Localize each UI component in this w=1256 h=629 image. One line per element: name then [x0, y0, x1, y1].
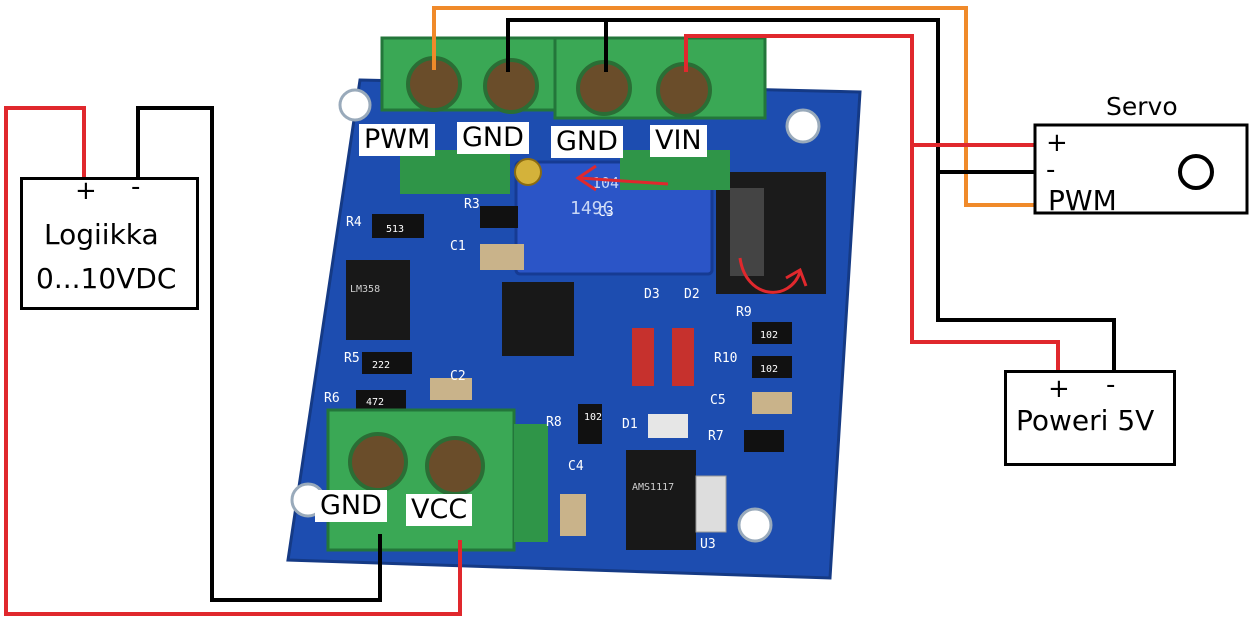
wire-vcc-logic-red [4, 106, 462, 616]
silk-c2: C2 [450, 369, 466, 384]
resistor-r8 [578, 404, 602, 444]
wire-pwm-orange [432, 6, 1035, 207]
op-amp-chip [346, 260, 410, 340]
servo-box-outline [1033, 123, 1249, 215]
wires [4, 6, 1116, 616]
diode-d3 [632, 328, 654, 386]
secondary-chip [502, 282, 574, 356]
regulator-chip [626, 450, 696, 550]
pot-adjust-arrow-line [579, 176, 669, 186]
mount-hole-top-left [338, 88, 372, 122]
pcb-board [286, 36, 862, 580]
logic-minus-label: - [131, 172, 141, 202]
servo-minus-label: - [1046, 155, 1056, 185]
silk-res-222: 222 [372, 360, 390, 371]
servo-title: Servo [1106, 92, 1178, 121]
annotations [575, 164, 808, 294]
terminal-label-vcc: VCC [406, 494, 473, 526]
power-minus-label: - [1106, 370, 1116, 400]
silk-r6: R6 [324, 391, 340, 406]
silkscreen-labels: R3 R4 R5 R6 R7 R8 R9 R10 C1 C2 C3 C4 C5 … [324, 174, 778, 552]
wire-vin-red [684, 34, 1035, 147]
jumper-arrow-curve [738, 257, 802, 294]
wire-vin-power-red [910, 145, 1060, 372]
logic-box [20, 177, 199, 310]
resistor-r6 [356, 390, 406, 410]
silk-c1: C1 [450, 239, 466, 254]
resistor-r3 [480, 206, 518, 228]
wire-gnd-power-black [936, 172, 1116, 372]
led-d1 [648, 414, 688, 438]
silk-u3: U3 [700, 537, 716, 552]
silk-r7: R7 [708, 429, 724, 444]
potentiometer-screw [514, 158, 542, 186]
silk-d2: D2 [684, 287, 700, 302]
capacitor-c2 [430, 378, 472, 400]
silk-res-102-c: 102 [584, 412, 602, 423]
capacitor-c5 [752, 392, 792, 414]
terminal-label-gnd-1: GND [457, 122, 529, 154]
power-box [1004, 370, 1176, 466]
silk-ic-lm358: LM358 [350, 284, 380, 295]
mount-hole-top-right [785, 108, 821, 144]
silk-r3: R3 [464, 197, 480, 212]
silk-r9: R9 [736, 305, 752, 320]
jumper-arrow-head [785, 267, 808, 287]
wire-gnd-servo-black [506, 18, 1035, 174]
resistor-r7 [744, 430, 784, 452]
servo-shaft-icon [1178, 154, 1214, 190]
regulator-tab [695, 475, 727, 533]
mount-hole-bottom-right [737, 507, 773, 543]
silk-r8: R8 [546, 415, 562, 430]
screw-gnd-power [348, 432, 408, 492]
logic-name: Logiikka [44, 218, 159, 251]
terminal-label-gnd-2: GND [551, 126, 623, 158]
terminal-label-vin: VIN [650, 125, 707, 157]
terminal-block-bottom-side [514, 424, 548, 542]
silk-r5: R5 [344, 351, 360, 366]
resistor-r5 [362, 352, 412, 374]
power-plus-label: + [1048, 374, 1070, 404]
silk-ic-ams1117: AMS1117 [632, 482, 674, 493]
resistor-r4 [372, 214, 424, 238]
silk-pot-code: 149C [570, 198, 613, 219]
silk-d1: D1 [622, 417, 638, 432]
terminal-label-gnd-power: GND [315, 490, 387, 522]
terminal-label-pwm: PWM [359, 124, 436, 156]
screw-vcc [425, 436, 485, 496]
silk-res-472: 472 [366, 397, 384, 408]
wire-gnd-logic-black [136, 106, 382, 602]
screw-gnd-1 [483, 58, 539, 114]
servo-pwm-label: PWM [1048, 184, 1117, 217]
silk-res-513: 513 [386, 224, 404, 235]
logic-range: 0...10VDC [36, 262, 177, 295]
silk-c3: C3 [598, 205, 614, 220]
silk-c5: C5 [710, 393, 726, 408]
silk-res-102-a: 102 [760, 330, 778, 341]
pot-adjust-arrow-head [575, 164, 597, 192]
silk-c4: C4 [568, 459, 584, 474]
silk-r4: R4 [346, 215, 362, 230]
power-name: Poweri 5V [1016, 404, 1155, 437]
silk-d3: D3 [644, 287, 660, 302]
diode-d2 [672, 328, 694, 386]
logic-plus-label: + [75, 176, 97, 206]
resistor-r10 [752, 356, 792, 378]
jumper-cap [730, 188, 764, 276]
terminal-block-base-left [400, 150, 510, 194]
capacitor-c4 [560, 494, 586, 536]
resistor-r9 [752, 322, 792, 344]
capacitor-c1 [480, 244, 524, 270]
servo-plus-label: + [1046, 128, 1068, 158]
silk-res-102-b: 102 [760, 364, 778, 375]
silk-r10: R10 [714, 351, 737, 366]
